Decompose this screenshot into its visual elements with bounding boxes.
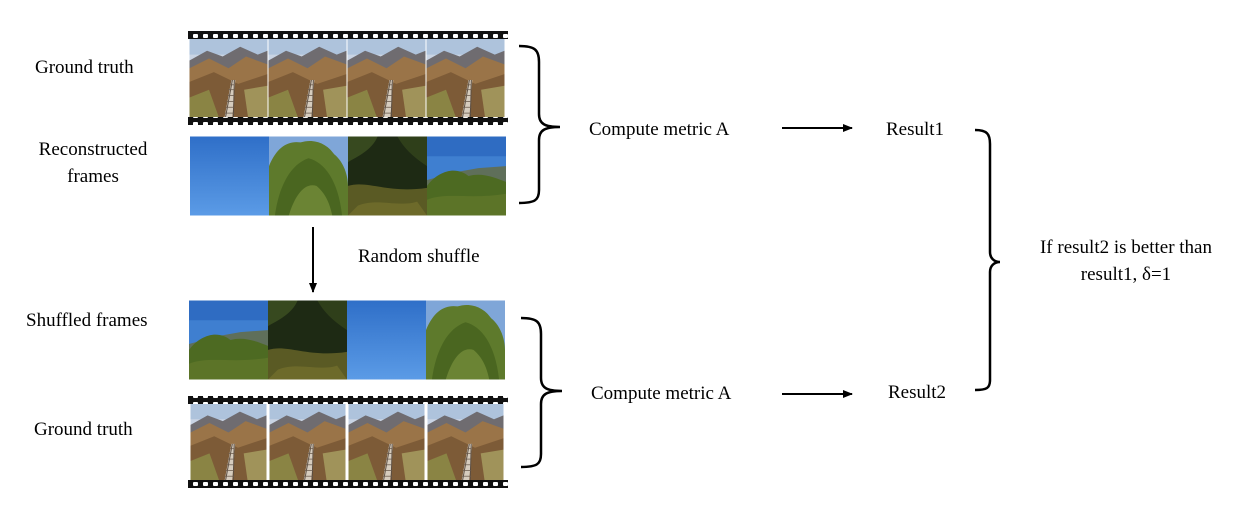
frame-railway-valley [427, 404, 504, 480]
label-ground-truth-top: Ground truth [35, 57, 134, 78]
frame-railway-valley [348, 404, 425, 480]
frame-sky-hills [189, 300, 268, 380]
brace-top-pair [518, 44, 561, 205]
film-sprocket-top [188, 396, 508, 404]
frame-green-tree [269, 136, 348, 216]
label-condition-line1: If result2 is better than [1039, 237, 1212, 258]
frame-dark-foliage [348, 136, 427, 216]
label-reconstructed-line1: Reconstructed [38, 139, 148, 160]
frame-blue-sky [190, 136, 269, 216]
frame-railway-valley [190, 404, 267, 480]
label-result1: Result1 [886, 119, 945, 140]
shuffled-strip [189, 300, 505, 380]
reconstructed-strip [190, 136, 506, 216]
label-reconstructed-line2: frames [67, 166, 119, 187]
brace-results [974, 128, 1001, 392]
ground-truth-top-strip [188, 31, 508, 125]
label-shuffled-frames: Shuffled frames [26, 310, 148, 331]
frame-sky-hills [427, 136, 506, 216]
label-random-shuffle: Random shuffle [358, 246, 480, 267]
label-reconstructed-frames: Reconstructed frames [20, 136, 166, 190]
frame-blue-sky [347, 300, 426, 380]
frame-railway-valley [347, 39, 426, 117]
frame-railway-valley [269, 404, 346, 480]
frame-green-tree [426, 300, 505, 380]
label-result2: Result2 [888, 382, 947, 403]
frame-dark-foliage [268, 300, 347, 380]
label-compute-metric-bottom: Compute metric A [591, 383, 732, 404]
label-compute-metric-top: Compute metric A [589, 119, 730, 140]
frame-railway-valley [189, 39, 268, 117]
frame-railway-valley [268, 39, 347, 117]
ground-truth-bottom-strip [188, 396, 508, 488]
label-ground-truth-bottom: Ground truth [34, 419, 133, 440]
film-sprocket-bottom [188, 480, 508, 488]
frame-railway-valley [426, 39, 505, 117]
film-sprocket-bottom [188, 117, 508, 125]
label-condition-line2: result1, δ=1 [1080, 264, 1172, 285]
film-sprocket-top [188, 31, 508, 39]
label-condition: If result2 is better than result1, δ=1 [1016, 234, 1236, 288]
brace-bottom-pair [520, 316, 563, 469]
